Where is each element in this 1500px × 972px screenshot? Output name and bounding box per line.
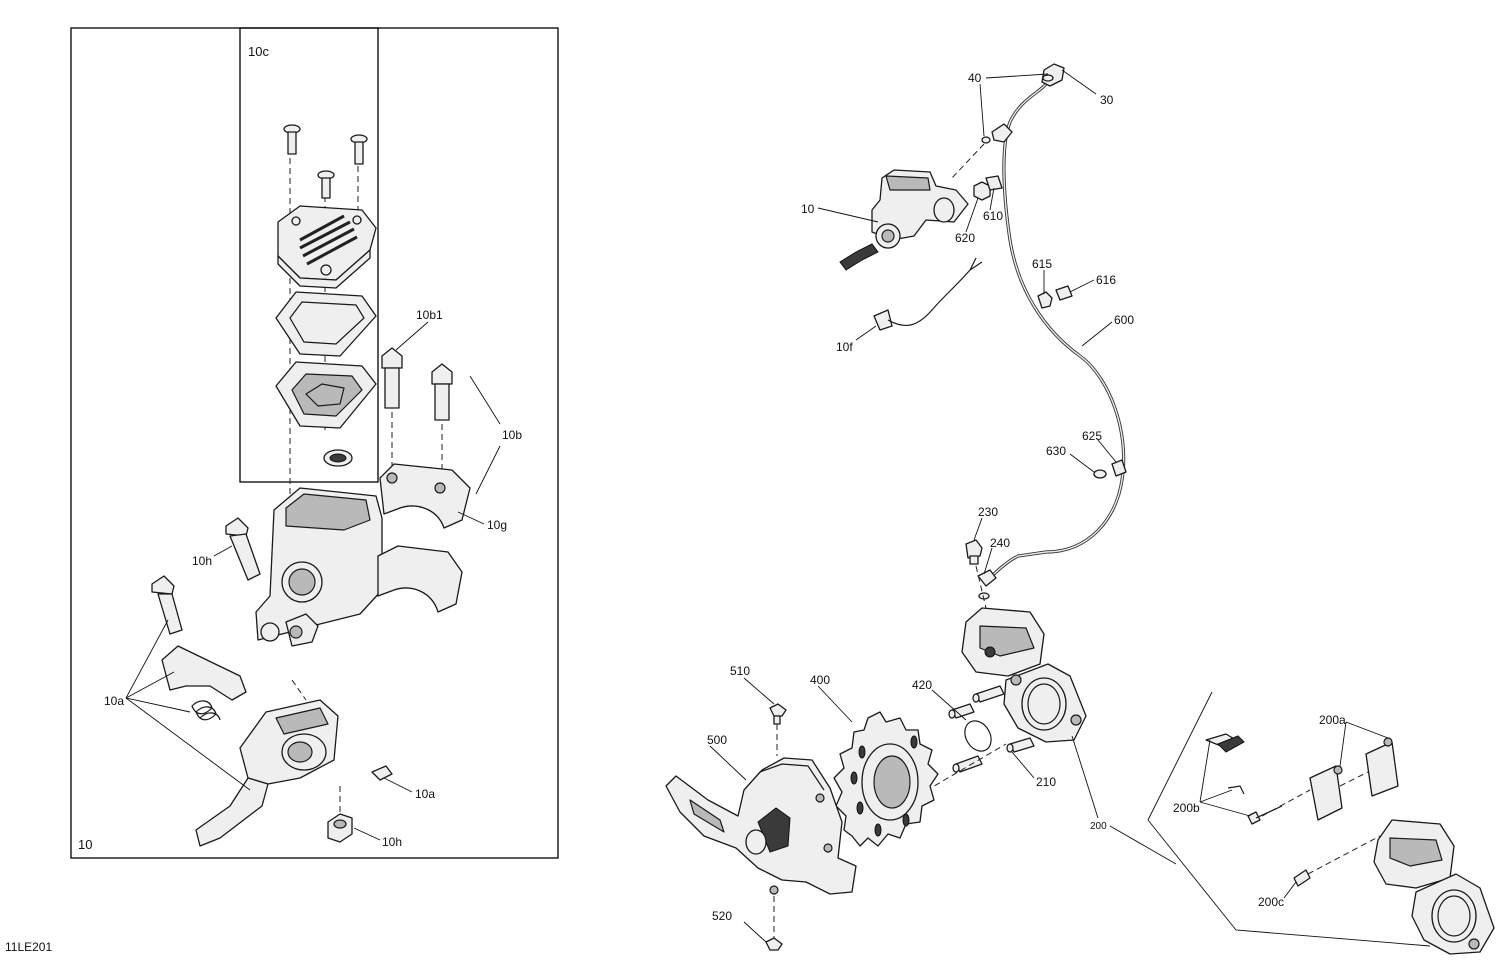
master-cylinder	[839, 169, 969, 271]
return-spring	[191, 700, 221, 721]
callout-400: 400	[810, 673, 830, 687]
handlebar-clamp	[379, 463, 471, 529]
callout-10a-right: 10a	[415, 787, 435, 801]
hose-fitting	[981, 123, 1013, 144]
caliper-slide-pin	[952, 755, 983, 773]
callout-10b1: 10b1	[416, 308, 443, 322]
clamp-bolt	[381, 347, 403, 409]
callout-510: 510	[730, 664, 750, 678]
brake-pad	[1309, 765, 1343, 821]
callout-10-master: 10	[801, 202, 815, 216]
lever-screw	[151, 575, 183, 635]
caliper-slide-pin	[948, 703, 975, 719]
callout-10a-left: 10a	[104, 694, 124, 708]
callout-420: 420	[912, 678, 932, 692]
hose-clip-nut	[1037, 291, 1053, 309]
callout-30: 30	[1100, 93, 1114, 107]
caliper-body	[1373, 819, 1495, 955]
callout-200a: 200a	[1319, 713, 1346, 727]
callout-600: 600	[1114, 313, 1134, 327]
caliper-banjo-bolt	[965, 539, 983, 565]
frame-label-10c: 10c	[248, 44, 269, 59]
diaphragm	[275, 361, 377, 429]
callout-40: 40	[968, 71, 982, 85]
caliper-o-ring	[964, 720, 992, 752]
reservoir-cover-inset-frame	[239, 27, 379, 483]
caliper-hose-fitting	[977, 569, 997, 600]
frame-label-10: 10	[78, 837, 92, 852]
hose-clamp-616	[1055, 285, 1073, 301]
brake-caliper	[961, 607, 1087, 743]
callout-620: 620	[955, 231, 975, 245]
pad-spring	[1227, 785, 1245, 795]
callout-200c: 200c	[1258, 895, 1284, 909]
clamp-bolt	[431, 363, 453, 421]
pad-pin	[1247, 805, 1283, 825]
caliper-slide-pin	[1006, 737, 1035, 753]
sight-glass	[323, 449, 353, 467]
cover-screw	[317, 170, 335, 199]
callout-625: 625	[1082, 429, 1102, 443]
reservoir-cover	[277, 205, 377, 289]
callout-520: 520	[712, 909, 732, 923]
callout-616: 616	[1096, 273, 1116, 287]
guard-screw-upper	[769, 703, 787, 725]
callout-10h-bottom: 10h	[382, 835, 402, 849]
brake-pad	[1365, 737, 1399, 797]
lever-bracket	[161, 645, 247, 701]
hose-clamp-625	[1111, 459, 1127, 477]
hose-bracket-upper	[985, 175, 1003, 191]
callout-10b: 10b	[502, 428, 522, 442]
pivot-bolt	[225, 517, 261, 581]
brake-hose	[986, 82, 1126, 582]
pad-pin-clip	[1205, 733, 1245, 753]
callout-610: 610	[983, 209, 1003, 223]
callout-615: 615	[1032, 257, 1052, 271]
callout-10h-top: 10h	[192, 554, 212, 568]
callout-630: 630	[1046, 444, 1066, 458]
master-cylinder-body	[255, 487, 463, 647]
brake-lever	[195, 699, 339, 847]
mount-nut	[973, 181, 991, 201]
reservoir-cover-group	[275, 124, 377, 640]
drawing-code: 11LE201	[5, 940, 52, 954]
callout-200b: 200b	[1173, 801, 1200, 815]
hose-washer	[1042, 74, 1054, 82]
callout-500: 500	[707, 733, 727, 747]
diaphragm-plate	[275, 291, 377, 357]
callout-210: 210	[1036, 775, 1056, 789]
brake-light-switch	[873, 257, 983, 331]
hose-washer-630	[1093, 469, 1107, 479]
retaining-clip	[371, 765, 393, 781]
caliper-slide-pin	[972, 685, 1005, 703]
callout-10f: 10f	[836, 340, 853, 354]
callout-230: 230	[978, 505, 998, 519]
callout-10g: 10g	[487, 518, 507, 532]
callout-200: 200	[1090, 821, 1107, 832]
guard-screw-lower	[765, 937, 783, 951]
brake-disc	[833, 711, 939, 847]
cover-screw	[283, 124, 301, 155]
pivot-nut	[327, 813, 353, 843]
cover-screw	[350, 134, 368, 165]
callout-240: 240	[990, 536, 1010, 550]
disc-guard	[665, 757, 857, 895]
bleeder-screw	[1293, 869, 1311, 887]
